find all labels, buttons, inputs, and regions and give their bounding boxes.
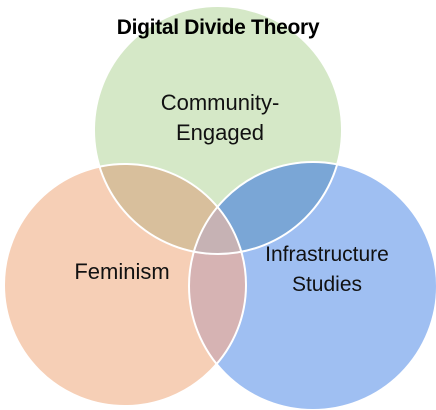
infrastructure-studies-outline: [188, 161, 436, 410]
feminism-label-line-1: Feminism: [74, 259, 170, 284]
infrastructure-studies-label-line-2: Studies: [291, 273, 363, 296]
community-engaged-label: Community- Engaged: [120, 88, 320, 148]
feminism-outline: [3, 163, 247, 407]
infrastructure-studies-label: Infrastructure Studies: [242, 240, 412, 300]
diagram-title: Digital Divide Theory: [116, 16, 320, 39]
feminism-label: Feminism: [52, 257, 192, 287]
community-engaged-label-line-2: Engaged: [175, 120, 265, 145]
infrastructure-studies-label-line-1: Infrastructure: [265, 243, 389, 266]
community-infrastructure-overlap: [189, 162, 342, 254]
community-feminism-overlap: [94, 164, 246, 254]
community-engaged-label-line-1: Community-: [160, 90, 280, 115]
community-engaged-outline: [93, 5, 343, 255]
